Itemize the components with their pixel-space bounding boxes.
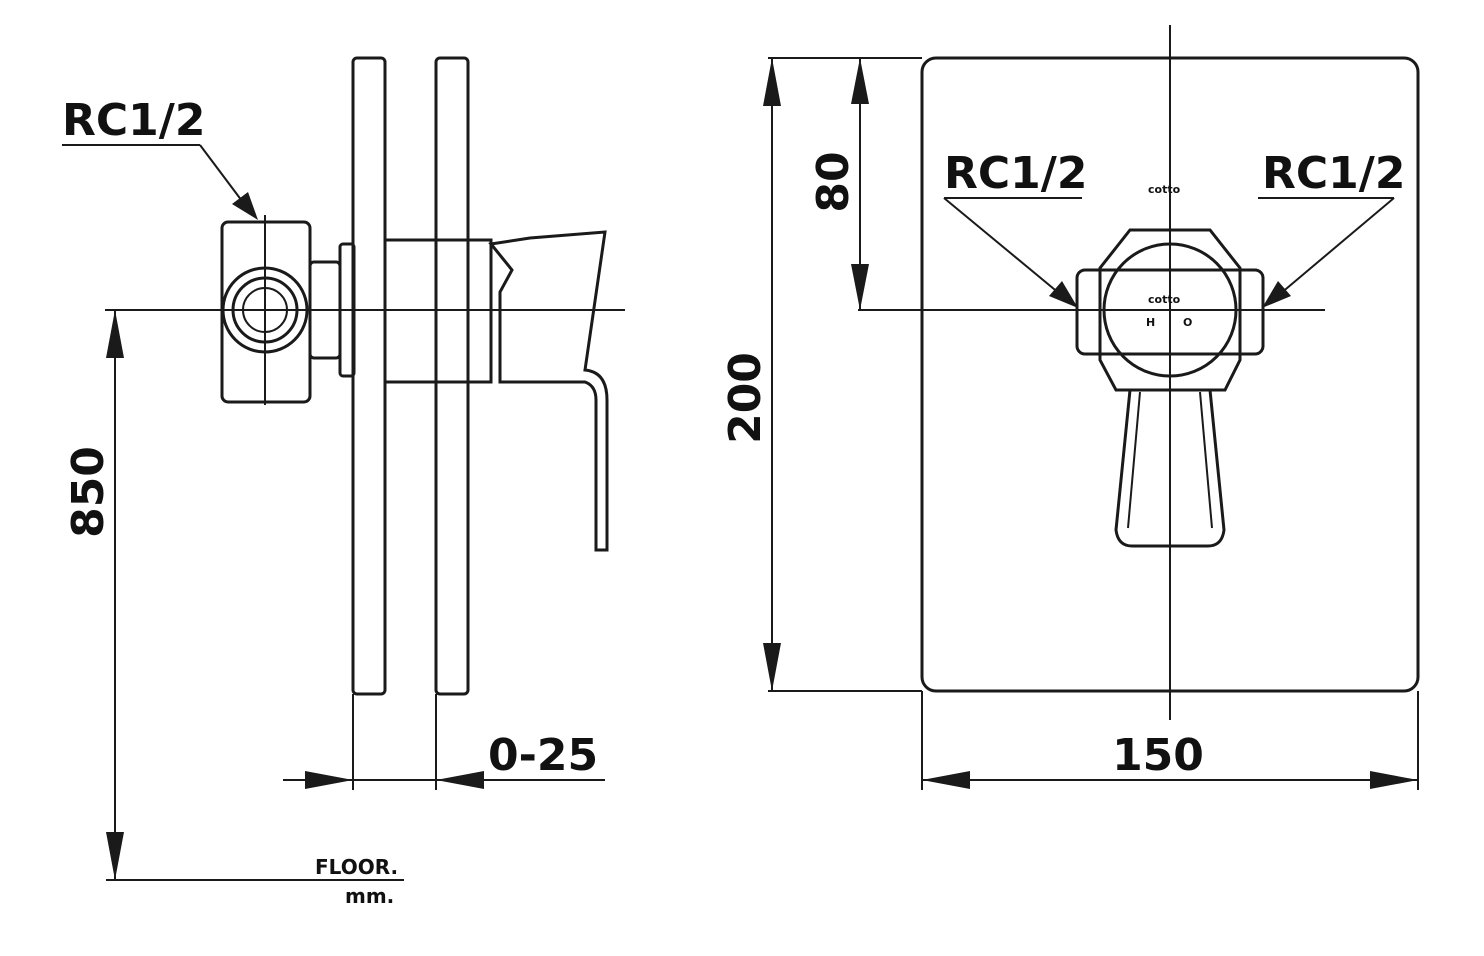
front-brand-top: cotto xyxy=(1148,183,1181,196)
width-150-label: 150 xyxy=(1112,730,1204,781)
front-handle-cap xyxy=(1098,228,1242,392)
center-arrow-top xyxy=(851,58,869,104)
cold-label: O xyxy=(1183,316,1192,329)
center-arrow-bottom xyxy=(851,264,869,310)
thread-leader-arrow xyxy=(232,192,258,220)
front-view: cotto cotto H O RC1/2 RC1/2 200 80 150 xyxy=(720,25,1420,790)
side-view: RC1/2 850 FLOOR. mm. 0-25 xyxy=(62,56,625,908)
front-lever-inner xyxy=(1127,391,1213,529)
front-height-arrow-bottom xyxy=(763,643,781,691)
right-leader-line xyxy=(1279,197,1395,295)
lever-handle xyxy=(488,230,609,552)
side-thread-label: RC1/2 xyxy=(62,95,205,146)
gap-arrow-right xyxy=(436,771,484,789)
front-thread-label-right: RC1/2 xyxy=(1262,148,1405,199)
height-850-label: 850 xyxy=(63,446,114,538)
height-arrow-bottom xyxy=(106,832,124,880)
left-leader-line xyxy=(943,197,1061,295)
height-200-label: 200 xyxy=(720,352,771,444)
gap-arrow-left xyxy=(305,771,353,789)
height-arrow-top xyxy=(106,310,124,358)
front-brand-handle: cotto xyxy=(1148,293,1181,306)
cover-plate-outer xyxy=(351,56,387,696)
width-arrow-left xyxy=(922,771,970,789)
gap-label: 0-25 xyxy=(488,730,598,781)
hot-label: H xyxy=(1146,316,1155,329)
center-80-label: 80 xyxy=(808,151,859,212)
width-arrow-right xyxy=(1370,771,1418,789)
cover-plate-inner xyxy=(434,56,470,696)
floor-label: FLOOR. xyxy=(315,855,398,879)
front-handle-disc xyxy=(1102,242,1238,378)
front-valve-body xyxy=(1075,268,1265,356)
thread-leader-line xyxy=(199,144,246,206)
front-lever xyxy=(1114,389,1226,548)
left-leader-arrow xyxy=(1049,281,1078,308)
unit-label: mm. xyxy=(345,884,394,908)
front-height-arrow-top xyxy=(763,58,781,106)
front-thread-label-left: RC1/2 xyxy=(944,148,1087,199)
right-leader-arrow xyxy=(1262,281,1291,308)
